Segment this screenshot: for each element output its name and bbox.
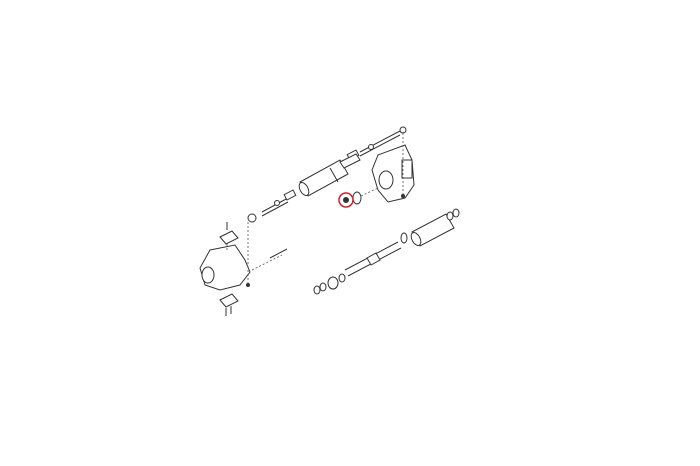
steering-cylinder-lower[interactable] (409, 213, 455, 247)
seal-highlighted[interactable] (338, 187, 379, 208)
bracket-top[interactable] (219, 222, 239, 252)
seal-kit[interactable] (313, 208, 460, 295)
bracket-bottom[interactable] (219, 293, 239, 316)
steering-cylinder-upper[interactable] (297, 153, 361, 197)
steering-knuckle-right[interactable] (371, 133, 415, 203)
tie-rod-upper[interactable] (247, 126, 407, 223)
steering-knuckle-left[interactable] (199, 222, 283, 291)
highlight-circle (338, 192, 354, 208)
bolt[interactable] (269, 248, 288, 259)
piston-rod-lower[interactable] (344, 241, 402, 277)
